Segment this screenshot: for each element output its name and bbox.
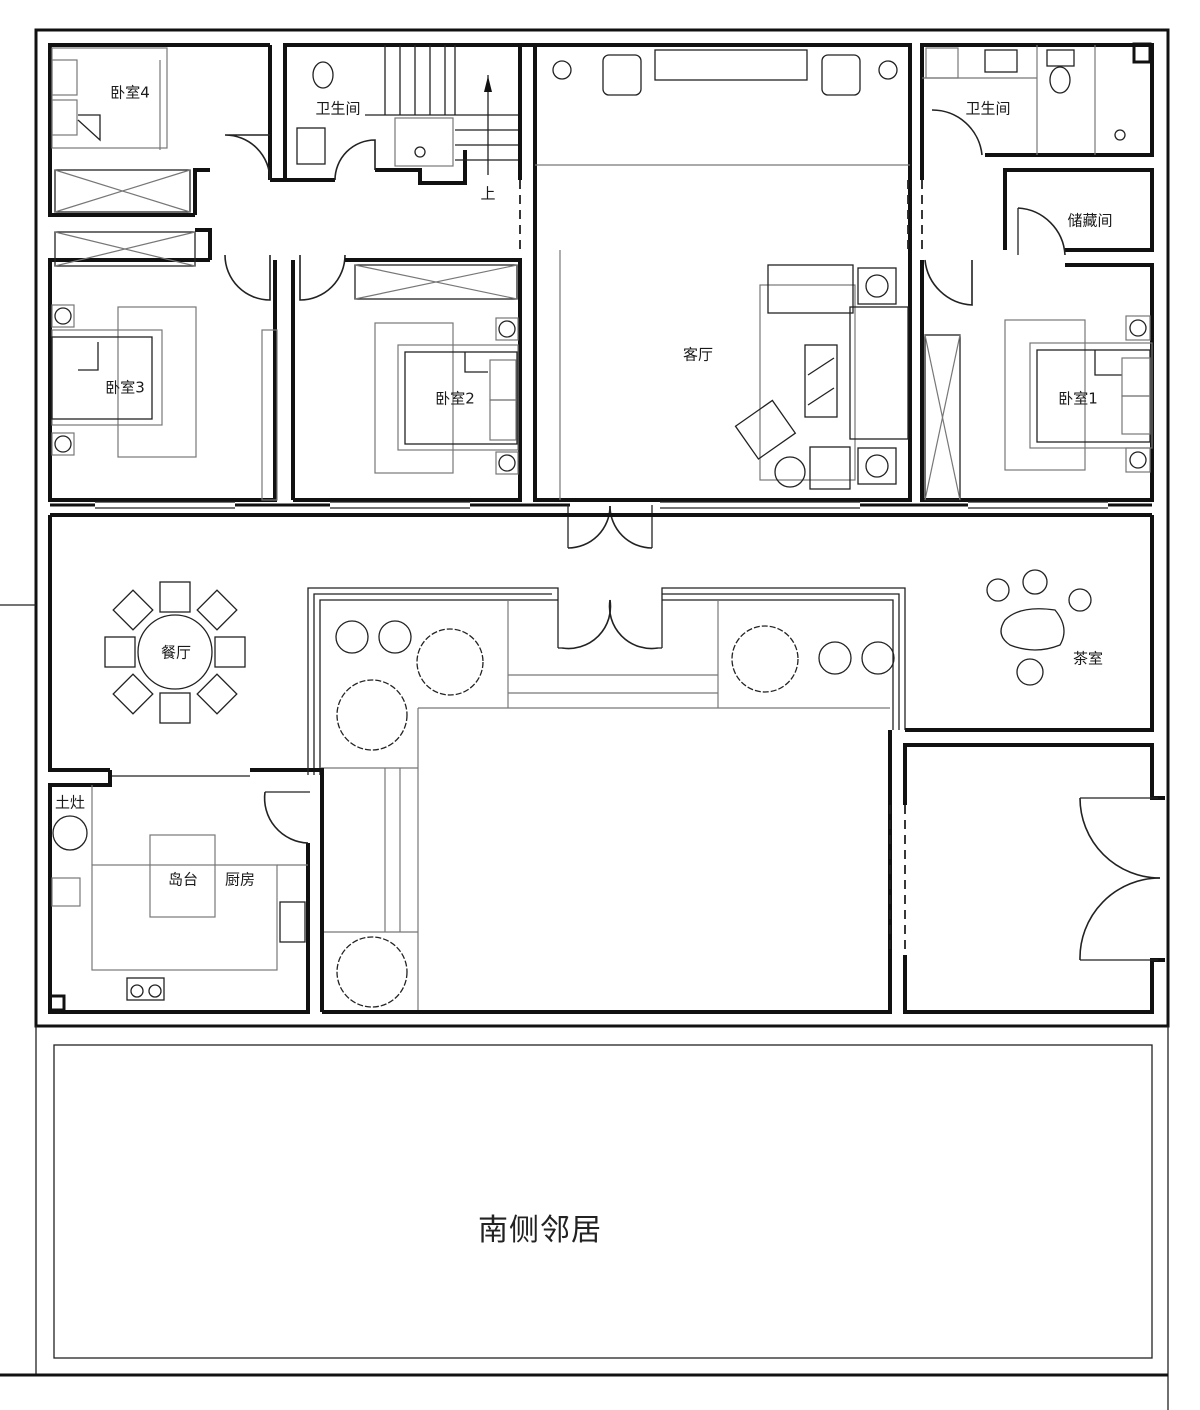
living-room <box>533 43 912 502</box>
label-kitchen: 厨房 <box>224 870 256 889</box>
bedroom3-walls <box>48 231 330 509</box>
label-bedroom1: 卧室1 <box>1058 389 1098 408</box>
label-living-room: 客厅 <box>682 345 714 364</box>
south-neighbor-lot <box>53 1044 1153 1359</box>
label-island: 岛台 <box>167 870 199 889</box>
label-bedroom3: 卧室3 <box>105 378 145 397</box>
dining-room <box>48 513 1152 777</box>
label-bathroom-right: 卫生间 <box>965 99 1011 118</box>
bedroom4-walls <box>48 43 272 217</box>
living-room-doors <box>567 505 653 549</box>
label-south-neighbor: 南侧邻居 <box>478 1213 602 1248</box>
tea-room <box>905 515 1154 732</box>
bathroom-right <box>920 42 1154 180</box>
courtyard <box>307 587 906 1014</box>
outer-walls <box>0 28 1170 1410</box>
label-bedroom4: 卧室4 <box>110 83 150 102</box>
corridor-left-walls <box>193 168 973 306</box>
bedroom2-walls <box>291 258 570 509</box>
label-storage: 储藏间 <box>1067 211 1113 230</box>
entrance-room <box>903 743 1165 1014</box>
staircase <box>365 45 536 250</box>
label-tea-room: 茶室 <box>1072 649 1104 668</box>
label-dining-room: 餐厅 <box>160 643 192 662</box>
storage-room <box>1003 168 1154 256</box>
label-bedroom2: 卧室2 <box>435 389 475 408</box>
label-stairs-up: 上 <box>480 184 496 203</box>
bedroom1-walls <box>660 260 1154 509</box>
label-earth-stove: 土灶 <box>54 793 86 812</box>
label-bathroom-left: 卫生间 <box>315 99 361 118</box>
kitchen <box>48 768 324 1014</box>
